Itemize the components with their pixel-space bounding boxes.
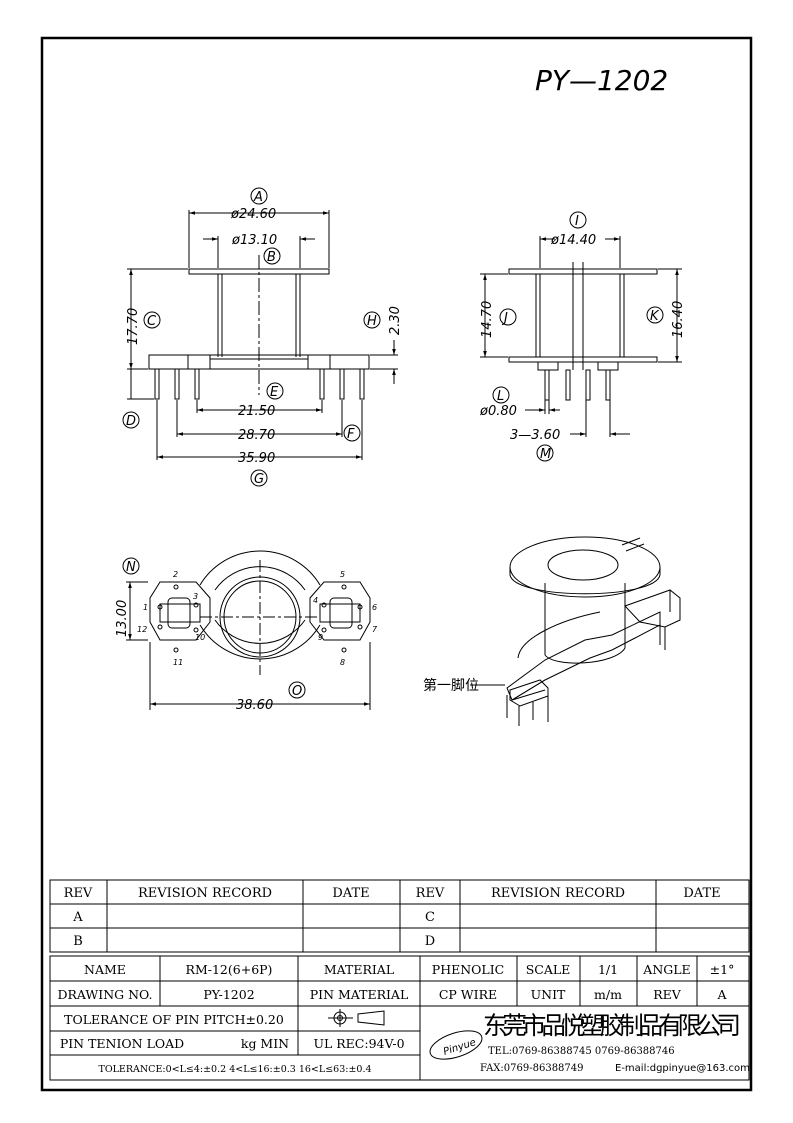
pin-load-label: PIN TENION LOAD <box>60 1036 184 1051</box>
dim-o-value: 38.60 <box>236 698 273 713</box>
material-value: PHENOLIC <box>432 962 504 977</box>
bottom-view-labels: N 13.00 38.60 O <box>115 557 306 713</box>
company-block: Pinyue 东莞市品悦塑胶制品有限公司 TEL:0769-86388745 0… <box>429 1011 750 1074</box>
drawing-frame <box>40 36 753 1092</box>
label-c: C <box>147 314 157 329</box>
pin-material-value: CP WIRE <box>439 987 497 1002</box>
label-b: B <box>267 250 276 265</box>
rev-label: REV <box>653 987 682 1002</box>
label-a: A <box>253 190 263 205</box>
pin-11: 11 <box>173 658 183 667</box>
pin-numbers: 1 2 3 4 5 6 7 8 9 10 11 12 <box>137 570 378 667</box>
pin-7: 7 <box>372 625 378 634</box>
unit-value: m/m <box>594 987 622 1002</box>
date-header-2: DATE <box>683 886 720 901</box>
dim-n-value: 13.00 <box>115 600 130 637</box>
pin-load-unit: kg MIN <box>241 1036 289 1051</box>
label-g: G <box>254 472 264 487</box>
rev-b: B <box>73 934 83 949</box>
pin-10: 10 <box>195 633 205 642</box>
dim-g-value: 35.90 <box>238 451 275 466</box>
title-block-text: NAME RM-12(6+6P) MATERIAL PHENOLIC SCALE… <box>57 962 734 1075</box>
label-f: F <box>347 427 355 442</box>
company-fax: FAX:0769-86388749 <box>480 1063 584 1074</box>
pin-3: 3 <box>193 592 198 601</box>
pin-material-label: PIN MATERIAL <box>310 987 409 1002</box>
front-view <box>127 210 398 460</box>
label-o: O <box>292 684 302 699</box>
dim-c-value: 17.70 <box>126 308 141 345</box>
dim-f-value: 28.70 <box>238 428 275 443</box>
dim-k-value: 16.40 <box>671 301 686 338</box>
rev-c: C <box>425 910 435 925</box>
dim-j-value: 14.70 <box>480 301 495 338</box>
title-block <box>49 955 750 1081</box>
revision-record-header-2: REVISION RECORD <box>491 886 625 901</box>
logo-text: Pinyue <box>442 1037 477 1058</box>
name-label: NAME <box>84 962 126 977</box>
front-view-dimension-labels: A ø24.60 ø13.10 B 17.70 C D H 2.30 E 21.… <box>122 187 403 487</box>
name-value: RM-12(6+6P) <box>186 962 273 977</box>
label-l: L <box>497 389 504 404</box>
label-d: D <box>126 414 136 429</box>
scale-label: SCALE <box>526 962 571 977</box>
tolerance-ranges: TOLERANCE:0<L≤4:±0.2 4<L≤16:±0.3 16<L≤63… <box>98 1064 371 1075</box>
angle-value: ±1° <box>710 962 735 977</box>
date-header-1: DATE <box>332 886 369 901</box>
material-label: MATERIAL <box>324 962 394 977</box>
pin-5: 5 <box>340 570 345 579</box>
dim-h-value: 2.30 <box>388 306 403 335</box>
pin-9: 9 <box>318 633 323 642</box>
pin-2: 2 <box>173 570 178 579</box>
pin-1: 1 <box>143 603 148 612</box>
label-m: M <box>540 447 551 462</box>
side-view <box>480 236 682 437</box>
company-name: 东莞市品悦塑胶制品有限公司 <box>483 1011 741 1040</box>
rev-header-2: REV <box>416 886 445 901</box>
drawing-no-value: PY-1202 <box>203 987 254 1002</box>
label-e: E <box>270 385 279 400</box>
dim-a-value: ø24.60 <box>230 207 276 222</box>
drawing-no-label: DRAWING NO. <box>57 987 152 1002</box>
isometric-view <box>470 536 681 726</box>
pin-6: 6 <box>372 603 377 612</box>
unit-label: UNIT <box>531 987 566 1002</box>
scale-value: 1/1 <box>598 962 618 977</box>
rev-header-1: REV <box>64 886 93 901</box>
label-j: J <box>501 311 508 326</box>
side-view-dimension-labels: I ø14.40 14.70 J K 16.40 L ø0.80 3—3.60 … <box>479 211 686 462</box>
dim-i-value: ø14.40 <box>550 233 596 248</box>
dim-b-value: ø13.10 <box>231 233 277 248</box>
dim-e-value: 21.50 <box>238 404 275 419</box>
label-h: H <box>367 314 377 329</box>
revision-table-text: REV REVISION RECORD DATE REV REVISION RE… <box>64 886 721 949</box>
revision-table <box>49 879 750 953</box>
company-tel: TEL:0769-86388745 0769-86388746 <box>488 1046 675 1057</box>
ul-rec: UL REC:94V-0 <box>313 1036 404 1051</box>
pin-12: 12 <box>137 625 147 634</box>
bottom-view <box>126 550 371 710</box>
pin-8: 8 <box>340 658 345 667</box>
rev-value: A <box>716 987 727 1002</box>
label-k: K <box>650 309 660 324</box>
part-number: PY—1202 <box>535 64 668 97</box>
tolerance-pin-pitch: TOLERANCE OF PIN PITCH±0.20 <box>64 1012 284 1027</box>
rev-d: D <box>425 934 435 949</box>
rev-a: A <box>72 910 83 925</box>
pin1-note: 第一脚位 <box>423 677 479 694</box>
company-email: E-mail:dgpinyue@163.com <box>615 1063 750 1074</box>
dim-l-value: ø0.80 <box>479 404 517 419</box>
label-n: N <box>126 560 136 575</box>
dim-m-value: 3—3.60 <box>510 428 560 443</box>
company-logo: Pinyue <box>429 1030 483 1060</box>
label-i: I <box>575 214 579 229</box>
revision-record-header-1: REVISION RECORD <box>138 886 272 901</box>
pin-4: 4 <box>313 596 318 605</box>
angle-label: ANGLE <box>642 962 690 977</box>
